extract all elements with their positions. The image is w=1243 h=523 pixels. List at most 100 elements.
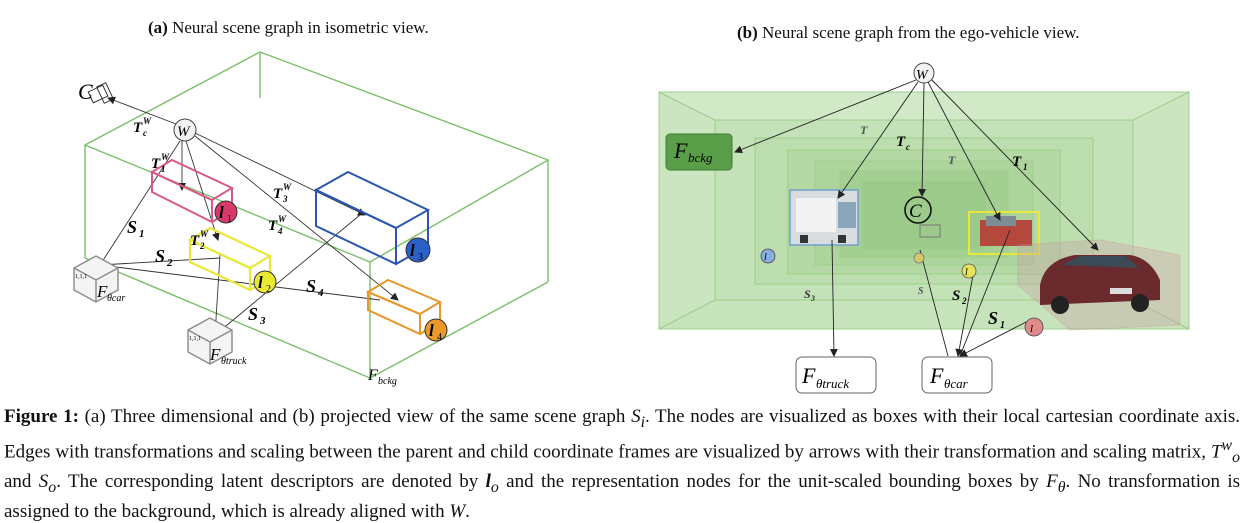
s1-label: S xyxy=(127,217,137,237)
caption-sym-t-sup: w xyxy=(1221,437,1233,455)
latent-l4-label: l xyxy=(429,321,434,340)
caption-text-7: . xyxy=(465,500,470,522)
latent-node-b-l2 xyxy=(961,263,977,279)
s4-b-label: S xyxy=(918,286,924,297)
t-c-sup: W xyxy=(143,116,152,126)
s4-label: S xyxy=(306,276,316,296)
f-bckg-a-sub: bckg xyxy=(378,376,397,387)
s2-b-sub: 2 xyxy=(961,296,967,306)
t2-label: T xyxy=(190,233,200,249)
car-image-2 xyxy=(968,211,1040,255)
s4-sub: 4 xyxy=(317,287,324,299)
caption-sym-l: l xyxy=(485,471,491,493)
t1-b-sub: 1 xyxy=(1023,162,1028,172)
caption-sym-f-sub: θ xyxy=(1057,478,1066,496)
unit-label-truck: 1,1,1 xyxy=(189,336,201,342)
t1-sup: W xyxy=(161,152,170,162)
caption-sym-l-sub: o xyxy=(490,478,499,496)
f-truck-node-b xyxy=(795,356,877,394)
caption-text-3: and xyxy=(4,471,32,493)
s3-label: S xyxy=(248,304,258,324)
caption-sym-so-sub: o xyxy=(48,478,57,496)
f-bckg-b: F xyxy=(673,138,688,163)
caption-text-5: and the representation nodes for the uni… xyxy=(506,471,1039,493)
unit-cube-truck xyxy=(187,317,233,365)
latent-l2-label: l xyxy=(258,273,263,292)
f-truck-b: F xyxy=(801,363,816,388)
s3-b-label: S xyxy=(804,287,811,301)
latent-node-b-l3 xyxy=(760,248,776,264)
caption-sym-so: S xyxy=(38,471,49,493)
s1-b-label: S xyxy=(988,308,998,328)
latent-b-l1-label: l xyxy=(1030,323,1033,335)
subcaption-a: (a) Neural scene graph in isometric view… xyxy=(148,18,429,38)
f-car-b-sub: θcar xyxy=(944,376,969,391)
latent-node-l2 xyxy=(253,270,277,294)
t3-b-label: T xyxy=(860,123,868,137)
latent-b-l2-label: l xyxy=(965,267,968,278)
f-car-b: F xyxy=(929,363,944,388)
subcaption-b-tag: (b) xyxy=(737,23,758,42)
caption-text-6: . No transformation is assigned to the b… xyxy=(4,471,1241,522)
latent-b-l3-label: l xyxy=(764,252,767,263)
caption-sym-s: S xyxy=(631,406,641,427)
s2-sub: 2 xyxy=(166,257,173,269)
caption-text-4: . The corresponding latent descriptors a… xyxy=(56,471,479,493)
t4-sub: 4 xyxy=(277,226,283,236)
unit-label-car: 1,1,1 xyxy=(75,274,87,280)
s3-b-sub: 3 xyxy=(810,294,815,303)
latent-l1-sub: 1 xyxy=(227,214,232,225)
world-label-a: W xyxy=(177,124,191,140)
caption-sym-t: T xyxy=(1210,441,1222,463)
tc-b-sub: c xyxy=(906,142,910,152)
figure-caption: Figure 1: (a) Three dimensional and (b) … xyxy=(4,405,1240,523)
figure-canvas: C W l 1 xyxy=(73,51,1190,394)
latent-node-l1 xyxy=(214,200,238,224)
latent-l2-sub: 2 xyxy=(266,284,271,295)
t2-b-label: T xyxy=(948,153,956,167)
f-car-a: F xyxy=(96,282,108,301)
subcaption-b-text: Neural scene graph from the ego-vehicle … xyxy=(762,23,1080,42)
t2-sub: 2 xyxy=(199,241,205,251)
world-node-a xyxy=(173,118,197,142)
caption-sym-t-sub: o xyxy=(1232,449,1241,467)
t3-sup: W xyxy=(283,182,292,192)
latent-l3-sub: 3 xyxy=(418,252,423,263)
f-car-a-sub: θcar xyxy=(107,293,125,304)
t2-sup: W xyxy=(200,229,209,239)
f-truck-a: F xyxy=(209,345,221,364)
caption-label: Figure 1: xyxy=(4,406,79,427)
t3-sub: 3 xyxy=(282,194,288,204)
latent-node-l4 xyxy=(424,318,448,342)
camera-node-b xyxy=(904,196,932,224)
s3-sub: 3 xyxy=(259,315,266,327)
latent-node-b-l4 xyxy=(913,252,925,264)
latent-l4-sub: 4 xyxy=(437,332,442,343)
t-c-label: T xyxy=(133,120,143,136)
f-bckg-a: F xyxy=(367,367,378,384)
s1-sub: 1 xyxy=(139,228,145,240)
camera-label-a: C xyxy=(78,79,93,104)
camera-frame-b xyxy=(919,224,941,238)
panel-b-diagram: W C F bckg F θtruck F θcar xyxy=(658,62,1190,394)
t3-label: T xyxy=(273,186,283,202)
camera-label-b: C xyxy=(909,201,922,222)
car-image-1 xyxy=(1017,239,1181,331)
latent-l3-label: l xyxy=(410,241,415,260)
t1-sub: 1 xyxy=(161,164,166,174)
f-truck-a-sub: θtruck xyxy=(221,356,247,367)
caption-text-1: (a) Three dimensional and (b) projected … xyxy=(84,406,626,427)
subcaption-a-text: Neural scene graph in isometric view. xyxy=(172,18,429,37)
unit-cube-car xyxy=(73,255,119,303)
f-bckg-b-sub: bckg xyxy=(688,150,713,165)
t1-label: T xyxy=(151,156,161,172)
caption-sym-s-sub: i xyxy=(640,413,645,431)
t4-sup: W xyxy=(278,214,287,224)
latent-node-l3 xyxy=(405,237,431,263)
subcaption-a-tag: (a) xyxy=(148,18,168,37)
truck-image xyxy=(789,189,859,246)
s1-b-sub: 1 xyxy=(1000,320,1005,331)
tc-b-label: T xyxy=(896,134,906,150)
panel-a-diagram: C W l 1 xyxy=(73,51,550,387)
caption-sym-f: F xyxy=(1046,471,1058,493)
